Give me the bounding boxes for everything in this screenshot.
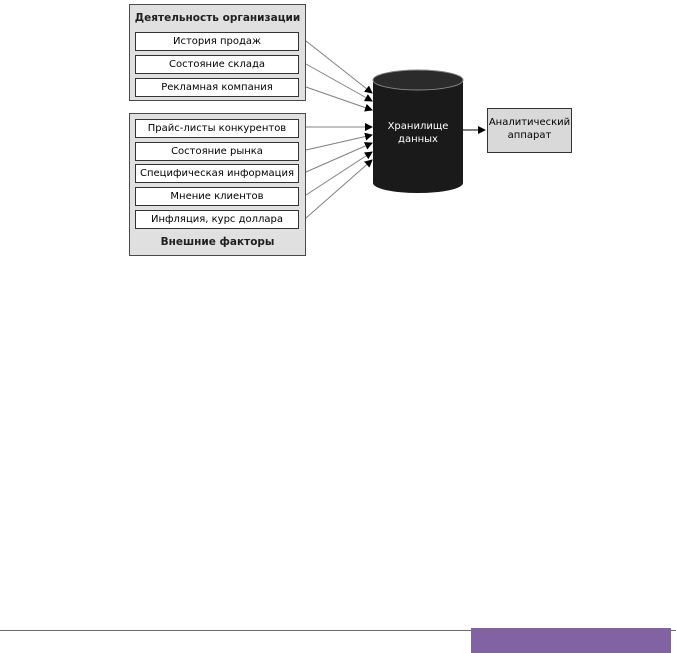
item-client-opinion: Мнение клиентов xyxy=(135,187,299,206)
item-warehouse-state: Состояние склада xyxy=(135,55,299,74)
footer-divider xyxy=(0,630,676,631)
arrow-5 xyxy=(305,132,373,151)
storage-label-line1: Хранилище xyxy=(387,121,449,132)
internal-group-title: Деятельность организации xyxy=(134,12,301,24)
arrow-8 xyxy=(305,159,373,219)
analytic-label-line1: Аналитический xyxy=(488,117,571,128)
arrow-1 xyxy=(305,40,373,94)
footer-accent-bar xyxy=(471,628,671,653)
arrow-3 xyxy=(305,86,373,112)
external-group-title: Внешние факторы xyxy=(160,236,275,248)
internal-group: Деятельность организации История продаж … xyxy=(129,4,306,101)
arrow-2 xyxy=(305,63,373,102)
item-competitor-prices: Прайс-листы конкурентов xyxy=(135,119,299,138)
item-specific-info: Специфическая информация xyxy=(135,164,299,183)
storage-label-line2: данных xyxy=(398,134,438,145)
item-inflation-rate: Инфляция, курс доллара xyxy=(135,210,299,229)
arrows-group xyxy=(305,40,373,219)
analytic-label-line2: аппарат xyxy=(507,130,552,141)
storage-cylinder xyxy=(372,69,464,193)
item-market-state: Состояние рынка xyxy=(135,142,299,161)
storage-label: Хранилище данных xyxy=(374,120,462,146)
item-ad-campaign: Рекламная компания xyxy=(135,78,299,97)
arrow-7 xyxy=(305,151,373,196)
external-group: Прайс-листы конкурентов Состояние рынка … xyxy=(129,113,306,256)
item-sales-history: История продаж xyxy=(135,32,299,51)
analytic-box: Аналитический аппарат xyxy=(487,108,572,153)
arrow-6 xyxy=(305,142,373,173)
